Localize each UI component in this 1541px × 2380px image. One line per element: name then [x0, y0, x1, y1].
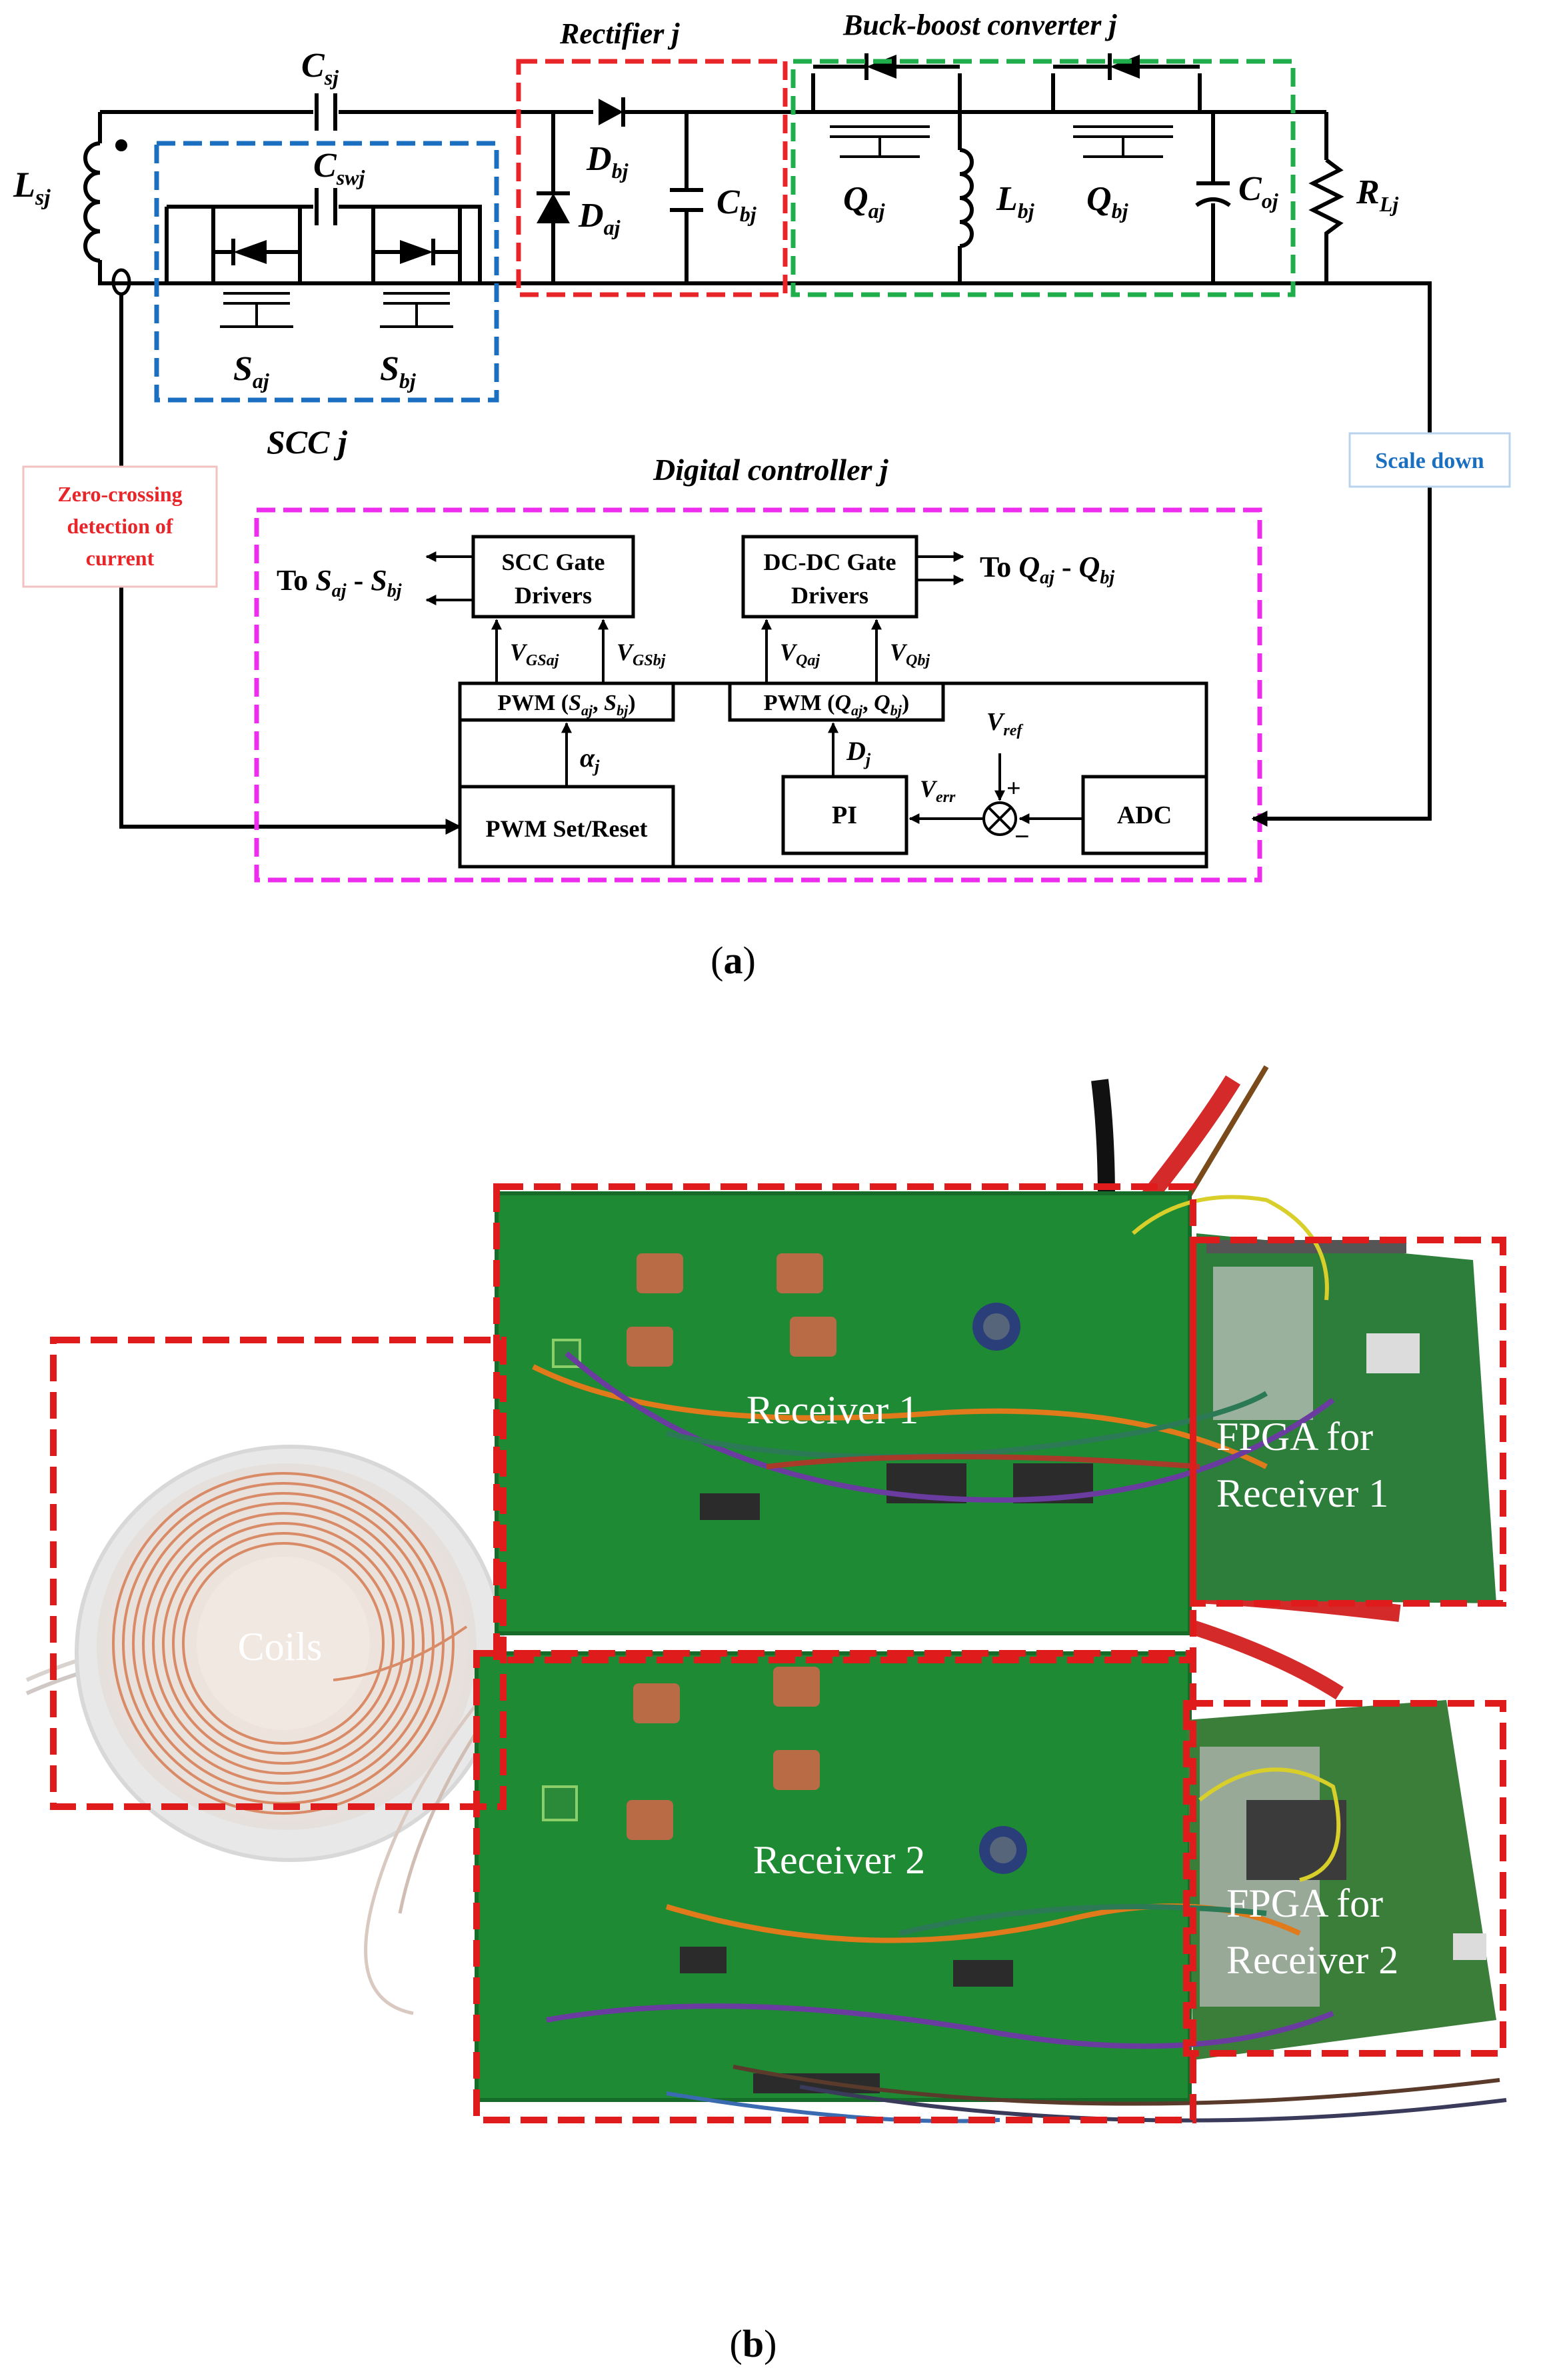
svg-text:current: current — [86, 546, 155, 570]
to-s-label: To Saj - Sbj — [277, 564, 402, 601]
fpga1-box — [1190, 1237, 1506, 1607]
digital-controller-label: Digital controller j — [653, 453, 888, 487]
receiver2-board — [475, 1651, 1192, 2102]
rectifier-diodes — [537, 97, 703, 283]
receiver2-label: Receiver 2 — [753, 1838, 925, 1882]
lsj-label: Lsj — [13, 165, 51, 210]
daj-label: Daj — [578, 197, 621, 239]
buck-boost-components — [811, 53, 1344, 283]
svg-text:PWM (Saj, Sbj): PWM (Saj, Sbj) — [497, 691, 635, 719]
scc-switches — [211, 207, 462, 328]
fpga2-label-line2: Receiver 2 — [1226, 1938, 1398, 1982]
dcdc-gate-drivers-block — [741, 535, 918, 619]
zero-crossing-box: Zero-crossing detection of current — [22, 465, 218, 588]
svg-text:detection of: detection of — [67, 514, 173, 538]
receiver2-box — [473, 1650, 1196, 2123]
pi-block — [781, 775, 908, 855]
fpga2-label-line1: FPGA for — [1226, 1881, 1383, 1925]
fpga2-box — [1183, 1700, 1506, 2057]
coils-label: Coils — [238, 1625, 323, 1669]
minus-sign: − — [1014, 821, 1030, 851]
vref-label: Vref — [986, 708, 1023, 739]
alpha-label: αj — [580, 743, 600, 776]
svg-text:PWM Set/Reset: PWM Set/Reset — [486, 815, 648, 842]
pwm-set-reset-block — [458, 785, 675, 869]
fpga2-board — [1186, 1700, 1496, 2060]
buck-boost-label: Buck-boost converter j — [842, 9, 1117, 41]
controller-blocks: SCC Gate Drivers DC-DC Gate Drivers To S… — [277, 535, 1208, 869]
svg-text:SCC Gate: SCC Gate — [502, 549, 605, 575]
svg-text:Zero-crossing: Zero-crossing — [57, 482, 182, 506]
rectifier-label: Rectifier j — [559, 17, 680, 50]
fpga1-label-line1: FPGA for — [1216, 1415, 1373, 1459]
to-q-label: To Qaj - Qbj — [980, 551, 1114, 588]
cswj-label: Cswj — [313, 147, 365, 189]
summing-junction — [982, 801, 1017, 836]
svg-text:PI: PI — [832, 801, 857, 829]
controller-box — [254, 507, 1262, 883]
svg-text:Scale down: Scale down — [1375, 449, 1484, 473]
vqaj-label: VQaj — [780, 639, 820, 669]
vgsbj-label: VGSbj — [617, 639, 666, 669]
buck-boost-box — [790, 59, 1296, 297]
jumper-wires — [532, 1195, 1507, 2123]
vgsaj-label: VGSaj — [510, 639, 559, 669]
receiver1-label: Receiver 1 — [747, 1388, 918, 1432]
caption-a: (a) — [711, 939, 756, 982]
adc-block — [1081, 775, 1208, 855]
verr-label: Verr — [920, 775, 956, 806]
dbj-label: Dbj — [586, 140, 629, 183]
svg-text:ADC: ADC — [1117, 801, 1172, 829]
circuit-schematic: Rectifier j Buck-boost converter j SCC j… — [13, 9, 1511, 982]
svg-text:Drivers: Drivers — [791, 582, 868, 609]
scc-box — [154, 141, 499, 403]
scc-label: SCC j — [267, 423, 348, 461]
vqbj-label: VQbj — [890, 639, 930, 669]
csj-capacitor — [315, 93, 337, 131]
caption-b: (b) — [730, 2322, 777, 2365]
lbj-label: Lbj — [996, 180, 1034, 223]
scale-down-box: Scale down — [1348, 432, 1511, 488]
rlj-label: RLj — [1356, 173, 1398, 216]
pwm-q-block — [728, 681, 945, 722]
rectifier-box — [516, 59, 788, 297]
svg-text:PWM (Qaj, Qbj): PWM (Qaj, Qbj) — [764, 691, 909, 719]
coj-label: Coj — [1238, 170, 1278, 213]
plus-sign: + — [1006, 775, 1021, 803]
svg-text:Drivers: Drivers — [515, 582, 592, 609]
hardware-photo: Receiver 1 Receiver 2 FPGA for Receiver … — [25, 1065, 1507, 2365]
dj-label: Dj — [846, 736, 871, 769]
coil — [25, 1445, 505, 1862]
sbj-label: Sbj — [380, 350, 416, 393]
coils-box — [50, 1337, 507, 1810]
fpga1-label-line2: Receiver 1 — [1216, 1471, 1388, 1515]
scc-gate-drivers-block — [471, 535, 635, 619]
pwm-s-block — [458, 681, 675, 722]
qbj-label: Qbj — [1086, 180, 1128, 223]
csj-label: Csj — [301, 47, 339, 89]
cbj-label: Cbj — [717, 183, 757, 226]
svg-text:DC-DC Gate: DC-DC Gate — [764, 549, 896, 575]
cswj-capacitor — [315, 188, 337, 225]
qaj-label: Qaj — [843, 180, 885, 223]
saj-label: Saj — [233, 350, 269, 393]
